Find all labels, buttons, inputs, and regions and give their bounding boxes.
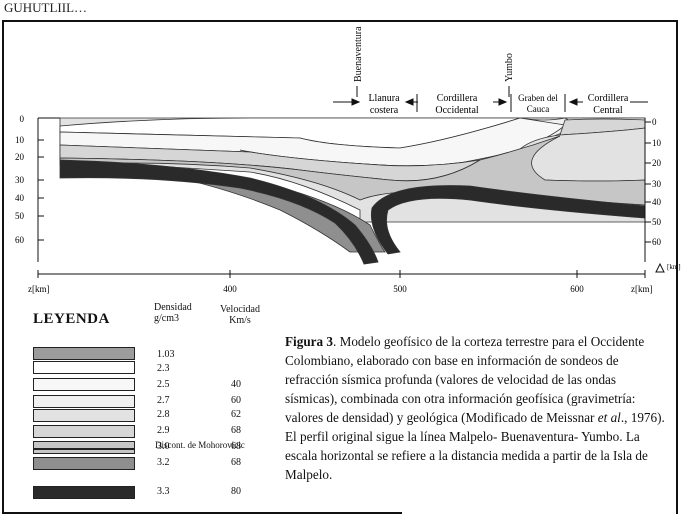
x-tick-600: 600	[570, 284, 584, 294]
legend-velocity-value: 68	[231, 441, 241, 452]
legend-density-value: 3.0	[157, 441, 170, 452]
left-tick-10: 10	[15, 135, 25, 145]
legend-swatch	[33, 425, 135, 438]
legend-density-value: 2.9	[157, 425, 170, 436]
right-tick-40: 40	[652, 197, 662, 207]
left-tick-30: 30	[15, 175, 25, 185]
x-left-label: z[km]	[28, 284, 50, 294]
moho-discontinuity-line	[33, 448, 135, 450]
right-tick-50: 50	[652, 217, 662, 227]
depth-unit-marker: [km]	[655, 262, 681, 273]
layer-3.3-oceanic-slab	[59, 159, 379, 265]
right-tick-10: 10	[652, 138, 662, 148]
legend-density-value: 2.8	[157, 409, 170, 420]
layer-3.3-continental-slab	[370, 185, 646, 255]
density-unit-text: g/cm3	[154, 313, 179, 324]
legend-swatch	[33, 378, 135, 391]
legend-velocity-value: 60	[231, 395, 241, 406]
legend-density-value: 2.7	[157, 395, 170, 406]
legend-row	[33, 425, 143, 438]
legend-swatch	[33, 409, 135, 422]
caption-text-2: ., 1976). El perfil original sigue la lí…	[285, 410, 665, 482]
legend-velocity-value: 80	[231, 486, 241, 497]
place-label-yumbo: Yumbo	[504, 53, 515, 82]
region-cordillera-occ-line1: Cordillera	[437, 93, 478, 104]
figure-caption: Figura 3. Modelo geofísico de la corteza…	[285, 332, 665, 484]
legend-row	[33, 457, 143, 470]
x-tick-400: 400	[223, 284, 237, 294]
region-brackets	[333, 94, 648, 112]
legend-row	[33, 361, 143, 374]
region-graben-line2: Cauca	[527, 104, 550, 114]
legend-row	[33, 378, 143, 391]
left-tick-20: 20	[15, 152, 25, 162]
legend-swatch	[33, 486, 135, 499]
right-tick-30: 30	[652, 179, 662, 189]
region-graben-line1: Graben del	[518, 93, 558, 103]
legend-density-value: 2.3	[157, 363, 170, 374]
header-fragment: GUHUTLIIL…	[4, 0, 87, 15]
legend-swatch	[33, 395, 135, 408]
distance-axis	[37, 270, 646, 278]
legend-velocity-value: 40	[231, 379, 241, 390]
velocity-unit-text: Km/s	[229, 315, 251, 326]
legend-row	[33, 347, 143, 360]
x-right-label: z[km]	[631, 284, 653, 294]
legend-density-value: 2.5	[157, 379, 170, 390]
caption-lead: Figura 3	[285, 334, 333, 349]
legend-swatch	[33, 361, 135, 374]
legend-density-value: 3.2	[157, 457, 170, 468]
legend-row	[33, 486, 143, 499]
legend-velocity-value: 62	[231, 409, 241, 420]
legend-density-value: 1.03	[157, 349, 175, 360]
velocity-header-text: Velocidad	[220, 304, 260, 315]
right-depth-ticks: 0 10 20 30 40 50 60	[652, 117, 662, 247]
density-header-text: Densidad	[154, 302, 192, 313]
legend-title: LEYENDA	[33, 311, 110, 327]
legend-row	[33, 409, 143, 422]
right-tick-60: 60	[652, 237, 662, 247]
region-llanura-line1: Llanura	[368, 93, 400, 104]
region-llanura-line2: costera	[370, 105, 399, 116]
legend-row	[33, 441, 143, 454]
legend-density-value: 3.3	[157, 486, 170, 497]
crust-profile-diagram: GUHUTLIIL… Buenaventura Yumbo Llanura co…	[4, 0, 681, 294]
layer-3.0-lower-crust	[59, 135, 646, 206]
figure-frame	[2, 20, 678, 514]
legend-row	[33, 395, 143, 408]
legend-swatch	[33, 347, 135, 360]
left-depth-axis	[37, 117, 60, 262]
legend-velocity-header: Velocidad Km/s	[215, 304, 265, 326]
x-tick-500: 500	[393, 284, 407, 294]
region-cordillera-cen-line1: Cordillera	[588, 93, 629, 104]
left-tick-60: 60	[15, 235, 25, 245]
figure-frame-bottom	[2, 512, 402, 514]
legend-velocity-value: 68	[231, 425, 241, 436]
left-tick-0: 0	[20, 114, 25, 124]
moho-label: Discont. de Mohorovicic	[155, 440, 245, 450]
depth-unit-label: [km]	[667, 263, 681, 271]
crust-layers	[59, 117, 646, 265]
right-depth-axis	[644, 118, 651, 262]
place-label-buenaventura: Buenaventura	[353, 26, 364, 82]
left-tick-50: 50	[15, 211, 25, 221]
left-depth-ticks: 0 10 20 30 40 50 60	[15, 114, 25, 245]
caption-etal: et al	[597, 410, 621, 425]
legend-velocity-value: 68	[231, 457, 241, 468]
left-tick-40: 40	[15, 193, 25, 203]
region-cordillera-cen-line2: Central	[593, 105, 623, 116]
legend-density-header: Densidad g/cm3	[154, 302, 194, 324]
region-cordillera-occ-line2: Occidental	[435, 105, 479, 116]
legend-swatch	[33, 457, 135, 470]
right-tick-0: 0	[652, 117, 657, 127]
right-tick-20: 20	[652, 158, 662, 168]
caption-text-1: . Modelo geofísico de la corteza terrest…	[285, 334, 645, 425]
legend-swatch	[33, 441, 135, 454]
triangle-icon	[655, 262, 665, 273]
